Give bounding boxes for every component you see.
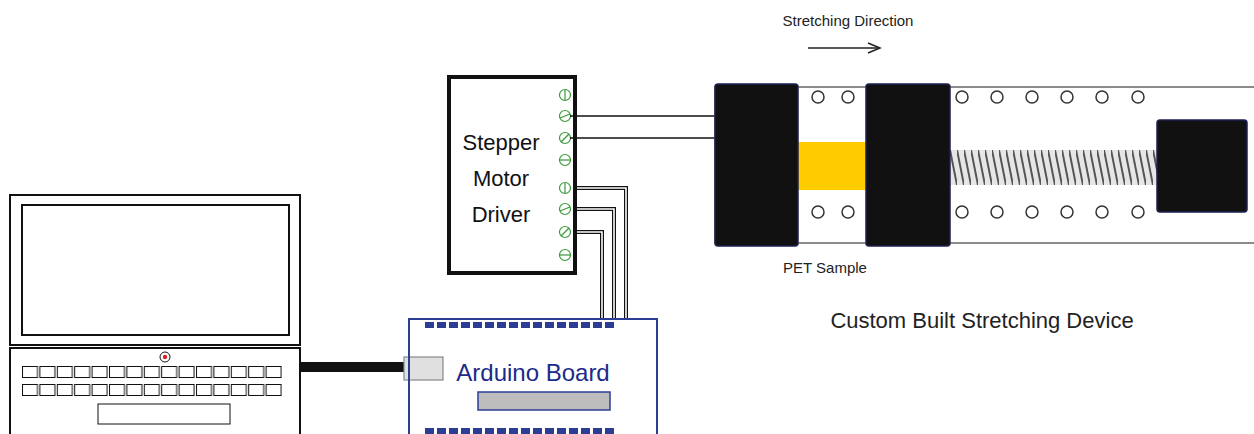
motor-wires: [570, 116, 715, 138]
pet-sample: [798, 142, 866, 190]
laptop: [10, 195, 300, 434]
direction-arrow: [808, 43, 880, 53]
stepper-motor: [1157, 120, 1247, 212]
box-text: Stepper Motor Driver: [451, 125, 551, 233]
direction-label: Stretching Direction: [783, 12, 914, 29]
usb-cable: [300, 362, 404, 372]
box-text: Arduino Board: [410, 358, 656, 388]
signal-wires: [577, 188, 626, 318]
screw-terminals: [560, 90, 571, 261]
lead-screw: [950, 150, 1157, 185]
fixed-clamp: [715, 84, 798, 246]
stretching-device: [715, 84, 1254, 246]
arduino-board: Arduino Board: [408, 318, 658, 434]
sample-label: PET Sample: [783, 259, 867, 276]
driver-box: Stepper Motor Driver: [447, 75, 577, 275]
moving-clamp: [866, 84, 950, 246]
device-label: Custom Built Stretching Device: [830, 308, 1133, 334]
